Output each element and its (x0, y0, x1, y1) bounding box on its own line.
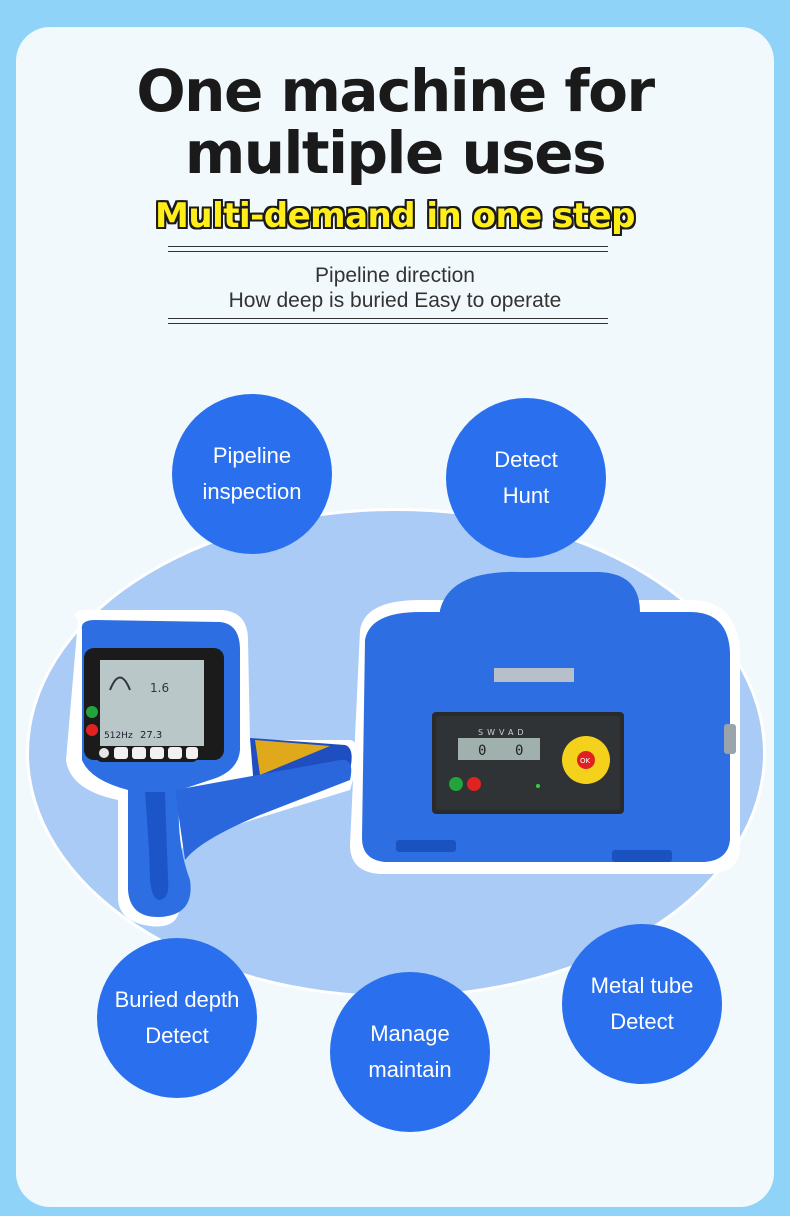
receiver-screen-freq: 512Hz (104, 731, 133, 741)
transmitter-display-left: 0 (478, 743, 486, 759)
divider-bottom-1 (168, 318, 608, 319)
feature-label: Buried depth Detect (114, 987, 240, 1048)
divider-top-2 (168, 251, 608, 252)
feature-detect-hunt: Detect Hunt (446, 398, 606, 558)
feature-manage-maintain: Manage maintain (330, 972, 490, 1132)
page-title: One machine for multiple uses (0, 60, 790, 184)
description-line-1: Pipeline direction (315, 264, 475, 287)
receiver-screen-value: 1.6 (150, 681, 169, 695)
feature-label: Pipeline inspection (202, 443, 302, 504)
feature-label: Detect Hunt (494, 447, 558, 508)
feature-label: Metal tube Detect (590, 973, 694, 1034)
title-line-2: multiple uses (184, 119, 607, 187)
transmitter-brand: SWVAD (478, 728, 528, 737)
transmitter-on-button[interactable] (449, 777, 463, 791)
receiver-device: 1.6 512Hz 27.3 (66, 610, 358, 927)
feature-pipeline-inspection: Pipeline inspection (172, 394, 332, 554)
transmitter-ok-button[interactable] (577, 751, 595, 769)
feature-label: Manage maintain (368, 1021, 452, 1082)
feature-buried-depth-detect: Buried depth Detect (97, 938, 257, 1098)
description-line-2: How deep is buried Easy to operate (228, 289, 562, 312)
feature-metal-tube-detect: Metal tube Detect (562, 924, 722, 1084)
divider-bottom-2 (168, 323, 608, 324)
title-line-1: One machine for (136, 57, 655, 125)
receiver-off-button[interactable] (86, 724, 98, 736)
receiver-screen-reading: 27.3 (140, 730, 162, 741)
subtitle: Multi-demand in one step (155, 196, 635, 236)
transmitter-off-button[interactable] (467, 777, 481, 791)
transmitter-device: SWVAD 0 0 OK (350, 571, 740, 874)
receiver-on-button[interactable] (86, 706, 98, 718)
transmitter-display-right: 0 (515, 743, 523, 759)
divider-top-1 (168, 246, 608, 247)
transmitter-ok-label: OK (580, 757, 591, 765)
